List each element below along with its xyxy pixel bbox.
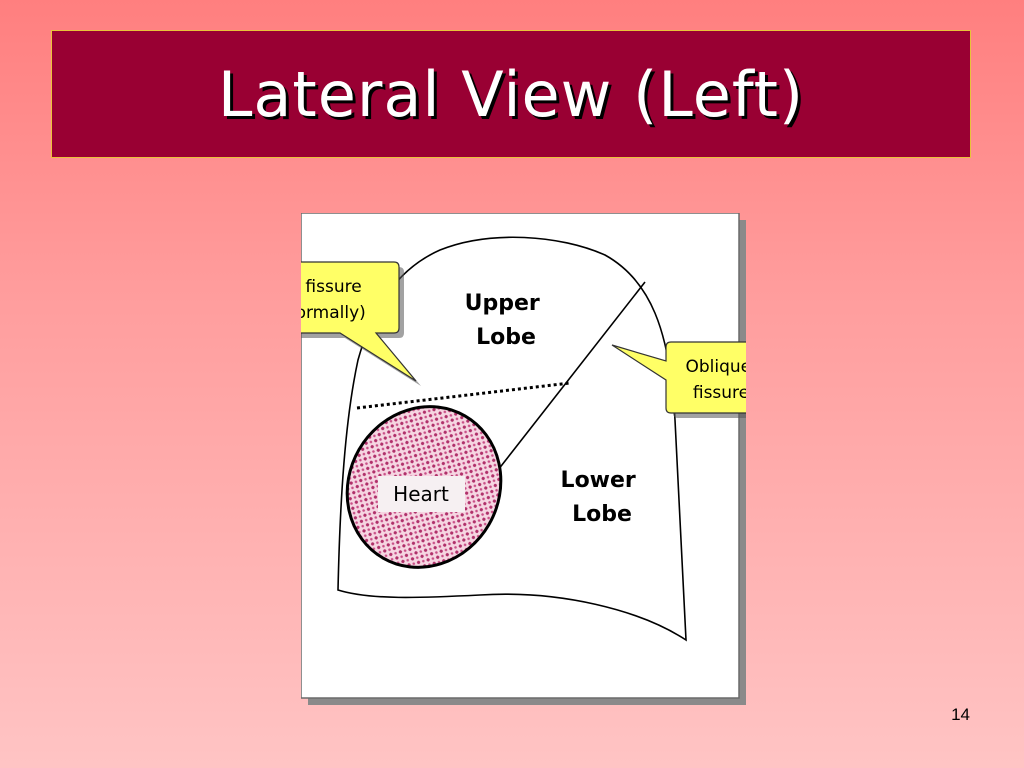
lower-lobe-line2: Lobe — [572, 502, 632, 527]
callout-oblique-fissure-bubble — [611, 341, 746, 414]
upper-lobe-line1: Upper — [465, 291, 540, 316]
callout-no-fissure-line1: No fissure — [301, 277, 362, 297]
callout-oblique-fissure-line1: Oblique — [685, 357, 746, 377]
lower-lobe-label: Lower Lobe — [561, 468, 644, 527]
callout-no-fissure-text: No fissure (normally) — [301, 277, 367, 323]
upper-lobe-label: Upper Lobe — [465, 291, 548, 350]
callout-no-fissure-line2: (normally) — [301, 303, 366, 323]
slide-title: Lateral View (Left) — [217, 57, 805, 131]
callout-oblique-fissure: Oblique fissure — [611, 341, 746, 418]
lung-lateral-diagram: Heart Upper Lobe Lower Lobe No fissure (… — [301, 213, 746, 699]
callout-oblique-fissure-line2: fissure — [693, 383, 746, 403]
upper-lobe-line2: Lobe — [476, 325, 536, 350]
callout-oblique-fissure-text: Oblique fissure — [685, 357, 746, 403]
lower-lobe-line1: Lower — [561, 468, 636, 493]
callout-no-fissure-bubble — [301, 261, 417, 382]
oblique-fissure-line — [497, 281, 646, 471]
heart-label-background — [378, 476, 465, 512]
callout-no-fissure: No fissure (normally) — [301, 261, 421, 386]
lung-outline — [337, 236, 687, 642]
heart-label: Heart — [393, 482, 449, 506]
title-banner: Lateral View (Left) — [51, 30, 971, 158]
page-number: 14 — [951, 705, 970, 724]
